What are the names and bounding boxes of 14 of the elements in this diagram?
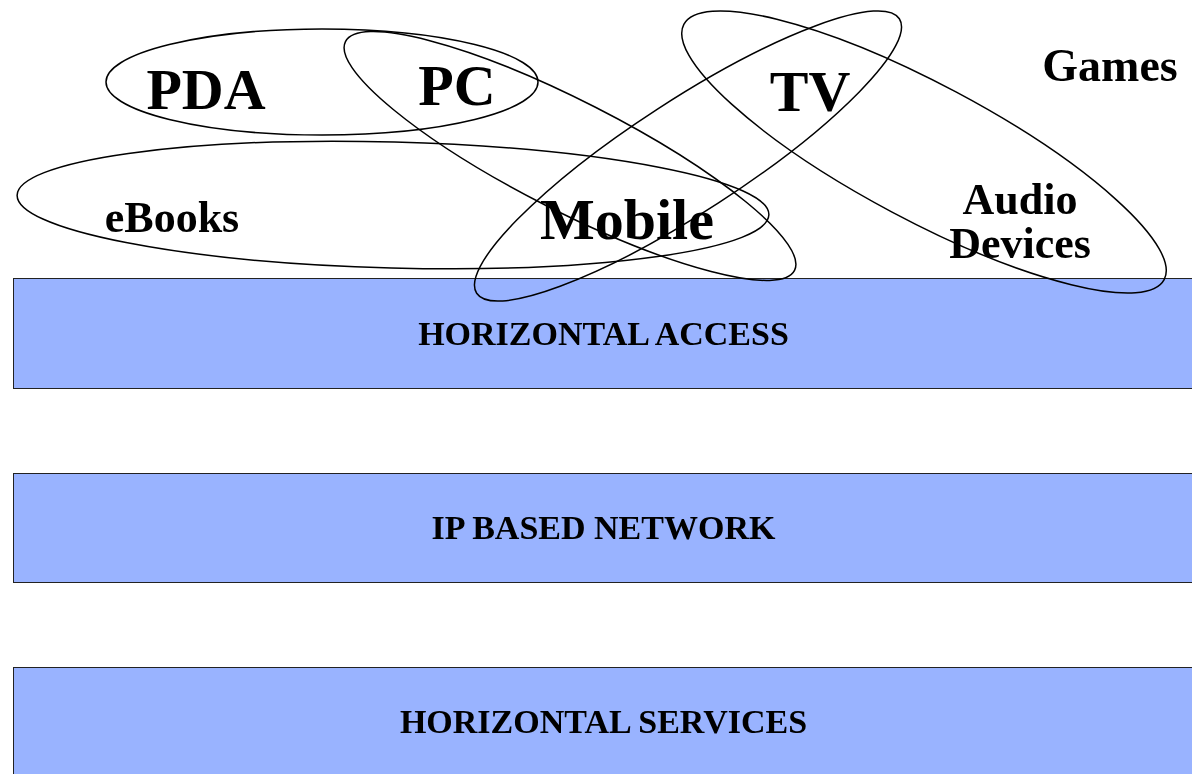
device-label: PDA (146, 61, 266, 119)
grouping-ellipse (105, 28, 539, 136)
layer-band (13, 473, 1192, 583)
grouping-ellipse (16, 140, 770, 270)
layer-band (13, 667, 1192, 774)
device-label: Audio Devices (948, 178, 1092, 266)
device-label: TV (769, 63, 851, 121)
layer-title: IP BASED NETWORK (431, 509, 776, 547)
layer-title: HORIZONTAL ACCESS (418, 314, 789, 353)
device-label: eBooks (104, 196, 240, 240)
device-label: PC (418, 57, 496, 115)
device-label: Games (1042, 43, 1178, 89)
layer-band (13, 278, 1192, 389)
layer-title: HORIZONTAL SERVICES (399, 703, 808, 741)
